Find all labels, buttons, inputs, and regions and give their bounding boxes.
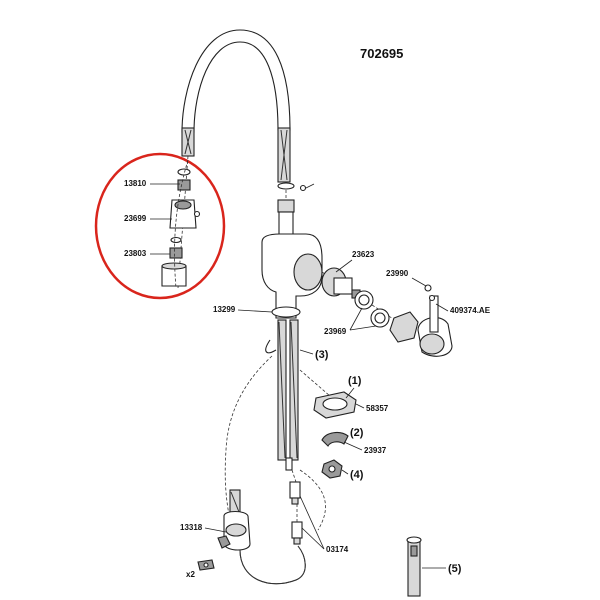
lever-handle: 23990 409374.AE — [386, 269, 491, 357]
spray-head-labels: 13810 23699 23803 — [124, 179, 180, 258]
spout-hose-left — [181, 127, 195, 157]
label-23699: 23699 — [124, 214, 147, 223]
tap-body — [261, 211, 323, 319]
callout-5: (5) — [448, 563, 462, 575]
label-13299: 13299 — [213, 305, 236, 314]
label-23937: 23937 — [364, 446, 387, 455]
spout-hose-right — [277, 127, 291, 183]
fixing-nut: (4) — [291, 459, 364, 483]
label-03174: 03174 — [326, 545, 349, 554]
base-o-ring: 13299 — [213, 305, 301, 318]
pull-out-hose-route — [174, 159, 326, 531]
installation-tool: (5) — [406, 536, 462, 597]
half-washer: (2) 23937 — [321, 427, 387, 455]
highlight-circle — [94, 152, 226, 300]
hose-connectors: 03174 — [289, 481, 349, 554]
cartridge: 23623 — [321, 250, 411, 331]
sealing-rings: 23969 — [324, 290, 390, 336]
model-number: 702695 — [360, 46, 403, 61]
spout-connector-parts — [277, 182, 315, 213]
supply-hoses: (3) — [265, 319, 329, 471]
lower-hose-loop — [239, 545, 306, 585]
label-13318: 13318 — [180, 523, 203, 532]
callout-3: (3) — [315, 349, 329, 361]
label-23969: 23969 — [324, 327, 347, 336]
label-409374: 409374.AE — [450, 306, 491, 315]
hose-weight: 13318 — [180, 489, 251, 551]
label-23803: 23803 — [124, 249, 147, 258]
label-23990: 23990 — [386, 269, 409, 278]
clips-quantity: x2 — [186, 570, 195, 579]
label-58357: 58357 — [366, 404, 389, 413]
spray-head-parts — [161, 155, 201, 289]
label-23623: 23623 — [352, 250, 375, 259]
callout-2: (2) — [350, 427, 364, 439]
hose-clips: x2 — [186, 559, 215, 579]
label-13810: 13810 — [124, 179, 147, 188]
callout-4: (4) — [350, 469, 364, 481]
mounting-bracket: (1) 58357 — [299, 369, 389, 419]
callout-1: (1) — [348, 375, 362, 387]
spout-arch — [181, 29, 291, 133]
